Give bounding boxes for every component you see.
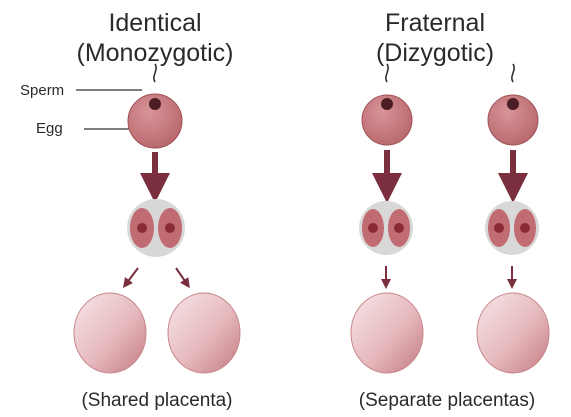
- identical-zygote-nucleus-left: [137, 223, 147, 233]
- identical-caption: (Shared placenta): [42, 390, 272, 412]
- fraternal-right-fertilized-egg: [488, 64, 538, 145]
- fraternal-left-zygote-nucleus-left: [368, 223, 378, 233]
- fraternal-left-zygote-nucleus-right: [394, 223, 404, 233]
- identical-zygote-nucleus-right: [165, 223, 175, 233]
- fraternal-left-embryo: [351, 293, 423, 373]
- fraternal-left-zygote: [359, 201, 413, 255]
- identical-embryo-left: [74, 293, 146, 373]
- identical-sperm-tail: [154, 64, 156, 82]
- fraternal-left-sperm-tail: [386, 64, 388, 82]
- identical-split-zygote: [127, 199, 185, 257]
- fraternal-left-fertilized-egg: [362, 64, 412, 145]
- fraternal-right-zygote-nucleus-left: [494, 223, 504, 233]
- fraternal-caption: (Separate placentas): [325, 390, 569, 412]
- fraternal-right-sperm-head: [507, 98, 519, 110]
- fraternal-left-sperm-head: [381, 98, 393, 110]
- fraternal-right-zygote-nucleus-right: [520, 223, 530, 233]
- fraternal-right-zygote: [485, 201, 539, 255]
- identical-sperm-head: [149, 98, 161, 110]
- identical-fertilized-egg: [128, 64, 182, 148]
- fraternal-right-embryo: [477, 293, 549, 373]
- fraternal-right-sperm-tail: [512, 64, 514, 82]
- identical-left-arrow: [126, 268, 138, 284]
- identical-right-arrow: [176, 268, 187, 284]
- identical-embryo-right: [168, 293, 240, 373]
